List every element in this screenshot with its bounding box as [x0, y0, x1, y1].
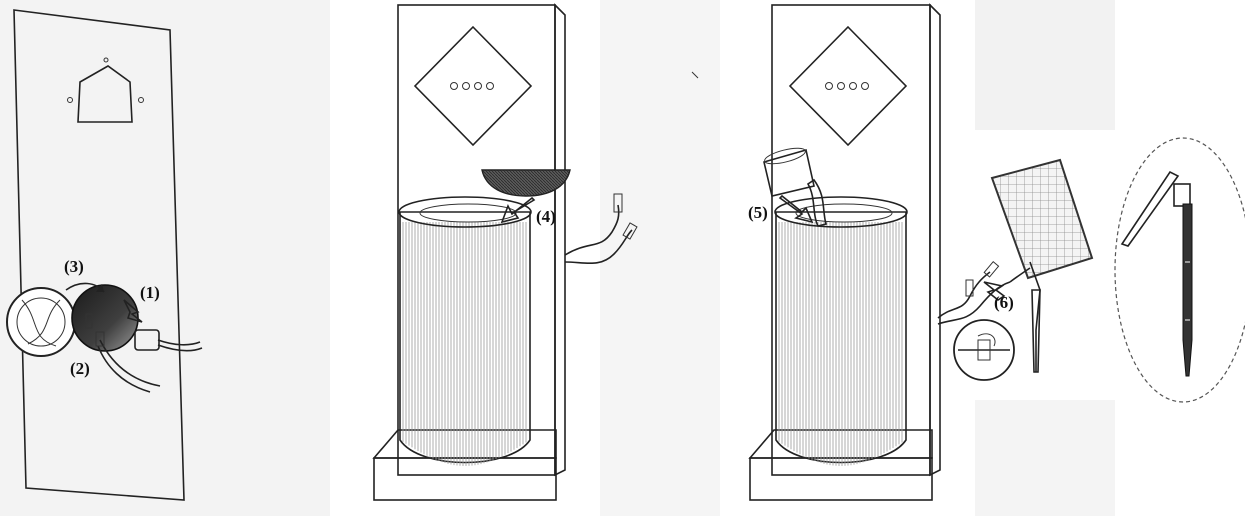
step-6-label: (6) — [994, 293, 1014, 312]
water-outlet-icon — [451, 83, 458, 90]
background-panel-right-low — [975, 400, 1115, 516]
step-2-label: (2) — [70, 359, 90, 378]
water-outlet-icon — [838, 83, 845, 90]
solar-panel — [992, 160, 1092, 278]
basin-opening — [420, 204, 516, 222]
bowl — [482, 170, 570, 196]
water-outlet-icon — [475, 83, 482, 90]
water-outlet-icon — [826, 83, 833, 90]
background-panel-middle — [600, 0, 720, 516]
water-outlet-icon — [862, 83, 869, 90]
basin-column — [776, 212, 906, 463]
arrow-icon — [780, 196, 812, 222]
diamond-plaque — [790, 27, 906, 145]
fountain-base — [374, 458, 556, 500]
connector-cable — [938, 272, 990, 318]
basin-column — [400, 212, 530, 463]
fountain-back-panel — [398, 5, 555, 475]
fountain-figure-step-4: (4) — [374, 5, 637, 500]
fountain-base-top — [374, 430, 556, 458]
fountain-base — [750, 458, 932, 500]
stake-detail-callout — [1115, 138, 1245, 402]
water-outlet-icon — [463, 83, 470, 90]
background-panel-right — [975, 0, 1115, 130]
water-outlet-icon — [850, 83, 857, 90]
fountain-base-top — [750, 430, 932, 458]
background-panel-left — [0, 0, 330, 516]
fountain-back-panel-side — [930, 5, 940, 475]
step-1-label: (1) — [140, 283, 160, 302]
connector-plug-icon — [984, 262, 998, 277]
ground-stake — [1183, 204, 1192, 376]
step-4-label: (4) — [536, 207, 556, 226]
fountain-back-panel-side — [555, 5, 565, 475]
water-outlet-icon — [487, 83, 494, 90]
step-5-label: (5) — [748, 203, 768, 222]
diamond-plaque — [415, 27, 531, 145]
step-3-label: (3) — [64, 257, 84, 276]
